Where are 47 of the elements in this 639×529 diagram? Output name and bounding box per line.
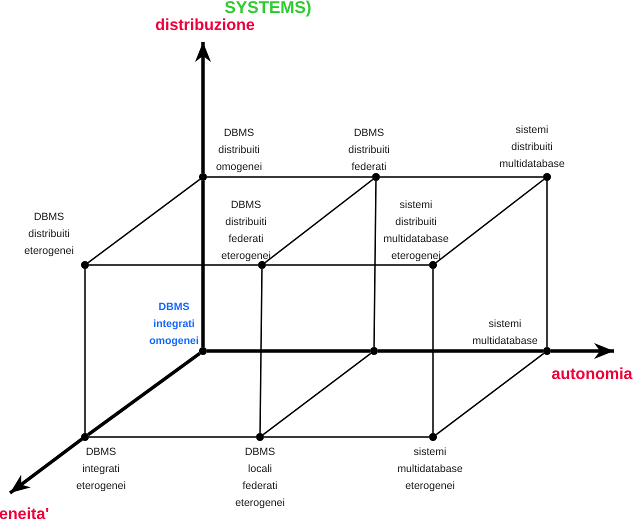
axis-title: distribuzione (155, 17, 255, 35)
cube-edge (88, 178, 200, 264)
cube-edge (259, 269, 263, 433)
vertex-label: sistemi multidatabase (472, 317, 538, 349)
vertex-label: sistemi distribuiti multidatabase eterogenei (383, 198, 449, 264)
vertex-label: DBMS distribuiti eterogenei (24, 210, 74, 259)
vertex-dot (370, 347, 378, 355)
vertex-dot (256, 433, 264, 441)
cube-edge (436, 352, 544, 436)
vertex-dot (372, 173, 380, 181)
vertex-dot (429, 261, 437, 269)
cube-edge (89, 264, 258, 266)
vertex-dot (543, 173, 551, 181)
vertex-label: DBMS distribuiti federati eterogenei (221, 198, 271, 264)
cube-edge (378, 349, 543, 353)
vertex-label: DBMS locali federati eterogenei (235, 445, 285, 511)
cube-edge (262, 352, 372, 436)
cube-edge (436, 178, 544, 264)
cube-edge (84, 269, 86, 433)
cube-edge (89, 436, 256, 438)
vertex-dot (429, 433, 437, 441)
cube-edge (264, 436, 429, 438)
vertex-label: DBMS integrati omogenei (149, 300, 199, 349)
cube-edge (432, 269, 434, 433)
cube-edge (380, 176, 543, 178)
vertex-dot (199, 173, 207, 181)
axis-title: autonomia (552, 366, 632, 384)
cube-edge (373, 181, 377, 347)
vertex-dot (199, 347, 207, 355)
vertex-dot (543, 347, 551, 355)
cube-edge (266, 264, 429, 266)
vertex-dot (258, 261, 266, 269)
cube-edge (207, 349, 370, 353)
cube-edge (207, 176, 372, 178)
vertex-dot (81, 433, 89, 441)
title-text: SYSTEMS) (224, 0, 312, 18)
vertex-label: DBMS distribuiti federati (348, 126, 390, 175)
cube-edge (87, 352, 201, 436)
vertex-label: sistemi distribuiti multidatabase (499, 123, 565, 172)
cube-edge (264, 178, 374, 264)
cube-edge (201, 181, 205, 347)
axis-title: eneita' (0, 506, 50, 524)
vertex-label: DBMS integrati eterogenei (76, 445, 126, 494)
vertex-label: sistemi multidatabase eterogenei (397, 445, 463, 494)
cube-edge (546, 181, 548, 347)
vertex-label: DBMS distribuiti omogenei (216, 126, 262, 175)
vertex-dot (81, 261, 89, 269)
